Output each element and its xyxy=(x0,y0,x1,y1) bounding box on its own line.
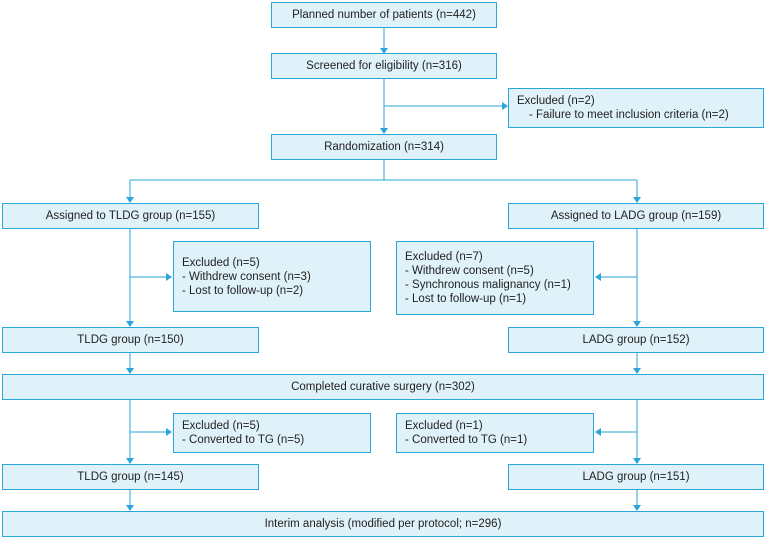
excluded-item: - Lost to follow-up (n=1) xyxy=(405,293,527,305)
tldg-150-box: TLDG group (n=150) xyxy=(2,327,259,353)
arrowhead xyxy=(502,102,508,110)
excluded-title: Excluded (n=7) xyxy=(405,251,483,263)
excluded-ladg-1-box: Excluded (n=7) - Withdrew consent (n=5) … xyxy=(396,241,594,315)
ladg-152-box: LADG group (n=152) xyxy=(508,327,764,353)
screened-label: Screened for eligibility (n=316) xyxy=(306,60,462,72)
tldg-150-label: TLDG group (n=150) xyxy=(77,334,184,346)
tldg-145-box: TLDG group (n=145) xyxy=(2,464,259,490)
excluded-item: - Synchronous malignancy (n=1) xyxy=(405,279,571,291)
arrowhead xyxy=(633,505,641,511)
randomization-label: Randomization (n=314) xyxy=(324,141,444,153)
excluded-title: Excluded (n=2) xyxy=(517,95,595,107)
arrowhead xyxy=(380,48,388,54)
excluded-title: Excluded (n=1) xyxy=(405,420,483,432)
arrowhead xyxy=(126,197,134,203)
screened-box: Screened for eligibility (n=316) xyxy=(271,53,497,79)
arrowhead xyxy=(633,368,641,374)
arrowhead xyxy=(126,368,134,374)
excluded-item: - Withdrew consent (n=5) xyxy=(405,265,534,277)
excluded-item: - Lost to follow-up (n=2) xyxy=(182,284,304,297)
excluded-tldg-2-box: Excluded (n=5) - Converted to TG (n=5) xyxy=(173,413,371,453)
excluded-item: - Converted to TG (n=1) xyxy=(405,434,528,446)
assigned-ladg-label: Assigned to LADG group (n=159) xyxy=(550,210,722,222)
completed-surgery-label: Completed curative surgery (n=302) xyxy=(291,381,475,393)
arrowhead xyxy=(126,321,134,327)
arrowhead xyxy=(380,128,388,134)
excluded-title: Excluded (n=5) xyxy=(182,420,260,432)
assigned-tldg-box: Assigned to TLDG group (n=155) xyxy=(2,203,259,229)
tldg-145-label: TLDG group (n=145) xyxy=(77,471,184,483)
planned-box: Planned number of patients (n=442) xyxy=(271,2,497,28)
excluded-item: - Failure to meet inclusion criteria (n=… xyxy=(529,109,729,121)
assigned-ladg-box: Assigned to LADG group (n=159) xyxy=(508,203,764,229)
excluded-tldg-1-box: Excluded (n=5) - Withdrew consent (n=3) … xyxy=(173,241,371,312)
randomization-box: Randomization (n=314) xyxy=(271,134,497,160)
arrowhead xyxy=(633,197,641,203)
assigned-tldg-label: Assigned to TLDG group (n=155) xyxy=(45,210,216,222)
arrowhead xyxy=(126,458,134,464)
arrowhead xyxy=(633,321,641,327)
excluded-ladg-2-box: Excluded (n=1) - Converted to TG (n=1) xyxy=(396,413,594,453)
excluded-title: Excluded (n=5) xyxy=(182,256,260,269)
excluded-item: - Converted to TG (n=5) xyxy=(182,434,305,446)
excluded-item: - Withdrew consent (n=3) xyxy=(182,270,311,283)
excluded-screening-box: Excluded (n=2) - Failure to meet inclusi… xyxy=(508,88,764,128)
interim-analysis-box: Interim analysis (modified per protocol;… xyxy=(2,511,764,537)
arrowhead xyxy=(126,505,134,511)
interim-analysis-label: Interim analysis (modified per protocol;… xyxy=(264,518,502,530)
arrowhead xyxy=(595,273,601,281)
completed-surgery-box: Completed curative surgery (n=302) xyxy=(2,374,764,400)
arrowhead xyxy=(166,273,172,281)
ladg-151-box: LADG group (n=151) xyxy=(508,464,764,490)
planned-label: Planned number of patients (n=442) xyxy=(292,9,476,21)
arrowhead xyxy=(595,428,601,436)
arrowhead xyxy=(633,458,641,464)
arrowhead xyxy=(166,428,172,436)
ladg-151-label: LADG group (n=151) xyxy=(582,471,690,483)
ladg-152-label: LADG group (n=152) xyxy=(582,334,690,346)
